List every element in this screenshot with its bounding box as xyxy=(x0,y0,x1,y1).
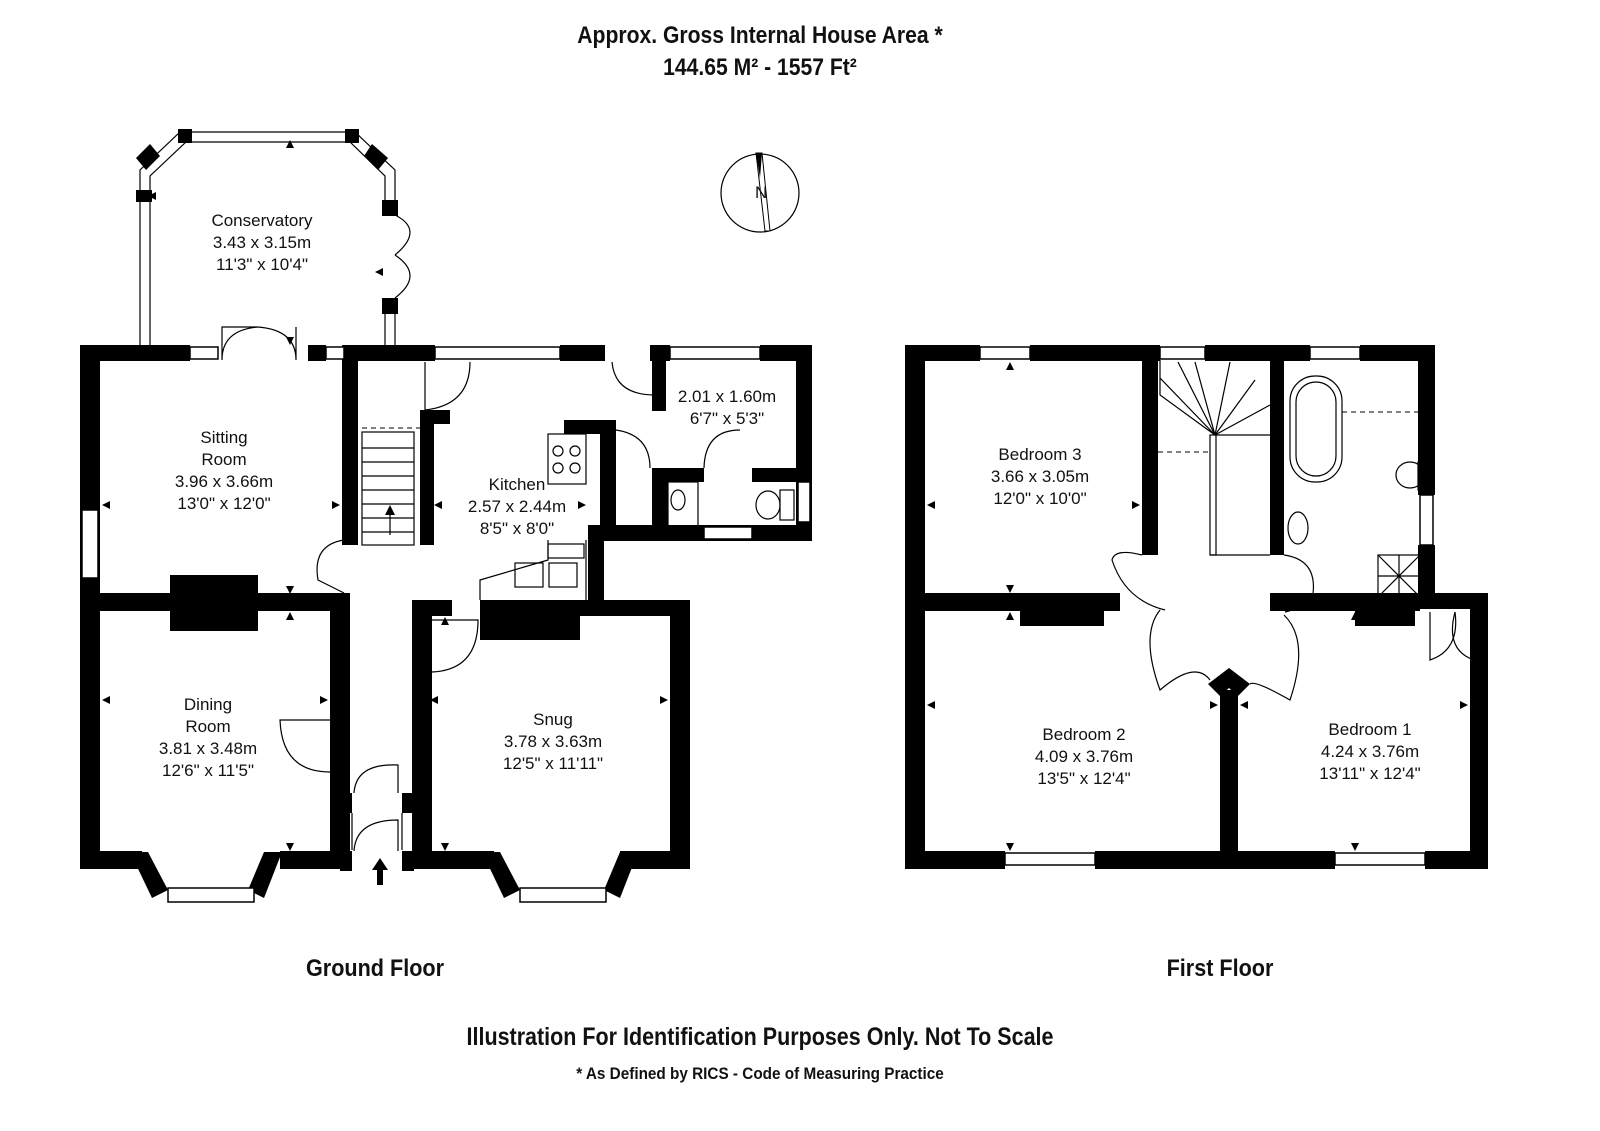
sitting-room-name-2: Room xyxy=(201,450,246,469)
bedroom-1-metric: 4.24 x 3.76m xyxy=(1321,742,1419,761)
ground-dimension-ticks xyxy=(102,140,668,851)
ground-wc-fittings xyxy=(667,481,795,528)
conservatory-metric: 3.43 x 3.15m xyxy=(213,233,311,252)
kitchen-name: Kitchen xyxy=(489,475,546,494)
snug-metric: 3.78 x 3.63m xyxy=(504,732,602,751)
kitchen-fittings xyxy=(479,433,587,600)
bedroom-3-metric: 3.66 x 3.05m xyxy=(991,467,1089,486)
sitting-room-metric: 3.96 x 3.66m xyxy=(175,472,273,491)
first-floor-doors xyxy=(1111,551,1475,701)
ground-floor-stairs xyxy=(361,427,420,546)
area-title: Approx. Gross Internal House Area * xyxy=(577,22,943,49)
bedroom-2-metric: 4.09 x 3.76m xyxy=(1035,747,1133,766)
area-value: 144.65 M² - 1557 Ft² xyxy=(663,54,857,81)
ground-floor-doors xyxy=(221,326,741,885)
ground-floor-bay-windows xyxy=(130,852,638,903)
sitting-room-imperial: 13'0" x 12'0" xyxy=(177,494,270,513)
bathroom-fittings xyxy=(1287,375,1431,598)
compass-north-label: N xyxy=(755,183,767,202)
first-floor-walls xyxy=(905,345,1488,869)
bedroom-1-imperial: 13'11" x 12'4" xyxy=(1319,764,1420,783)
ground-floor-label: Ground Floor xyxy=(306,955,444,982)
utility-imperial: 6'7" x 5'3" xyxy=(690,409,764,428)
compass-icon: N xyxy=(720,152,800,233)
conservatory-imperial: 11'3" x 10'4" xyxy=(216,255,308,274)
ground-floor-plan: Conservatory 3.43 x 3.15m 11'3" x 10'4" … xyxy=(80,129,812,903)
dining-room-imperial: 12'6" x 11'5" xyxy=(162,761,254,780)
bedroom-3-imperial: 12'0" x 10'0" xyxy=(993,489,1086,508)
ground-floor-walls xyxy=(80,345,812,871)
bedroom-2-name: Bedroom 2 xyxy=(1042,725,1125,744)
snug-name: Snug xyxy=(533,710,573,729)
bedroom-3-name: Bedroom 3 xyxy=(998,445,1081,464)
conservatory-structure xyxy=(136,129,411,355)
kitchen-imperial: 8'5" x 8'0" xyxy=(480,519,554,538)
rics-note: * As Defined by RICS - Code of Measuring… xyxy=(576,1064,944,1083)
dining-room-metric: 3.81 x 3.48m xyxy=(159,739,257,758)
snug-imperial: 12'5" x 11'11" xyxy=(503,754,603,773)
ground-floor-windows xyxy=(81,346,811,579)
conservatory-name: Conservatory xyxy=(211,211,313,230)
first-floor-stairs xyxy=(1158,360,1271,556)
bedroom-2-imperial: 13'5" x 12'4" xyxy=(1037,769,1130,788)
first-floor-label: First Floor xyxy=(1166,955,1274,982)
disclaimer-text: Illustration For Identification Purposes… xyxy=(466,1023,1054,1051)
dining-room-name-2: Room xyxy=(185,717,230,736)
kitchen-metric: 2.57 x 2.44m xyxy=(468,497,566,516)
first-floor-windows xyxy=(979,346,1434,866)
dining-room-name-1: Dining xyxy=(184,695,232,714)
utility-metric: 2.01 x 1.60m xyxy=(678,387,776,406)
sitting-room-name-1: Sitting xyxy=(200,428,247,447)
first-dimension-ticks xyxy=(927,362,1468,851)
bedroom-1-name: Bedroom 1 xyxy=(1328,720,1411,739)
first-floor-plan: Bedroom 3 3.66 x 3.05m 12'0" x 10'0" Bed… xyxy=(905,345,1488,869)
